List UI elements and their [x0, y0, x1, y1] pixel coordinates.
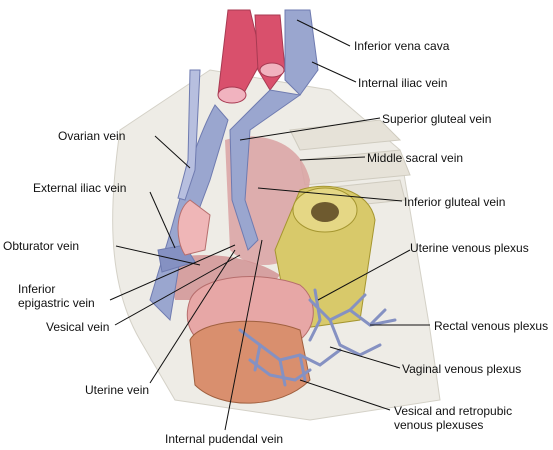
label-external-iliac-vein: External iliac vein — [33, 181, 127, 195]
label-vesical-and-retropubic-venous-plexuses: Vesical and retropubic venous plexuses — [394, 404, 513, 432]
label-vesical-vein: Vesical vein — [46, 320, 110, 334]
label-rectal-venous-plexus: Rectal venous plexus — [434, 319, 549, 333]
iliac-arteries — [217, 9, 286, 104]
label-middle-sacral-vein: Middle sacral vein — [367, 151, 464, 165]
label-ovarian-vein: Ovarian vein — [58, 129, 126, 143]
label-uterine-vein: Uterine vein — [85, 383, 150, 397]
label-internal-iliac-vein: Internal iliac vein — [358, 76, 448, 90]
label-internal-pudendal-vein: Internal pudendal vein — [165, 432, 284, 446]
label-vaginal-venous-plexus: Vaginal venous plexus — [402, 362, 522, 376]
leader-lines — [109, 19, 430, 431]
label-obturator-vein: Obturator vein — [3, 239, 80, 253]
label-inferior-gluteal-vein: Inferior gluteal vein — [404, 195, 506, 209]
label-inferior-vena-cava: Inferior vena cava — [354, 39, 450, 53]
label-uterine-venous-plexus: Uterine venous plexus — [410, 241, 529, 255]
label-inferior-epigastric-vein: Inferior epigastric vein — [18, 282, 95, 310]
uterus — [177, 199, 311, 404]
venous-plexus-network — [238, 288, 397, 387]
label-superior-gluteal-vein: Superior gluteal vein — [382, 112, 492, 126]
